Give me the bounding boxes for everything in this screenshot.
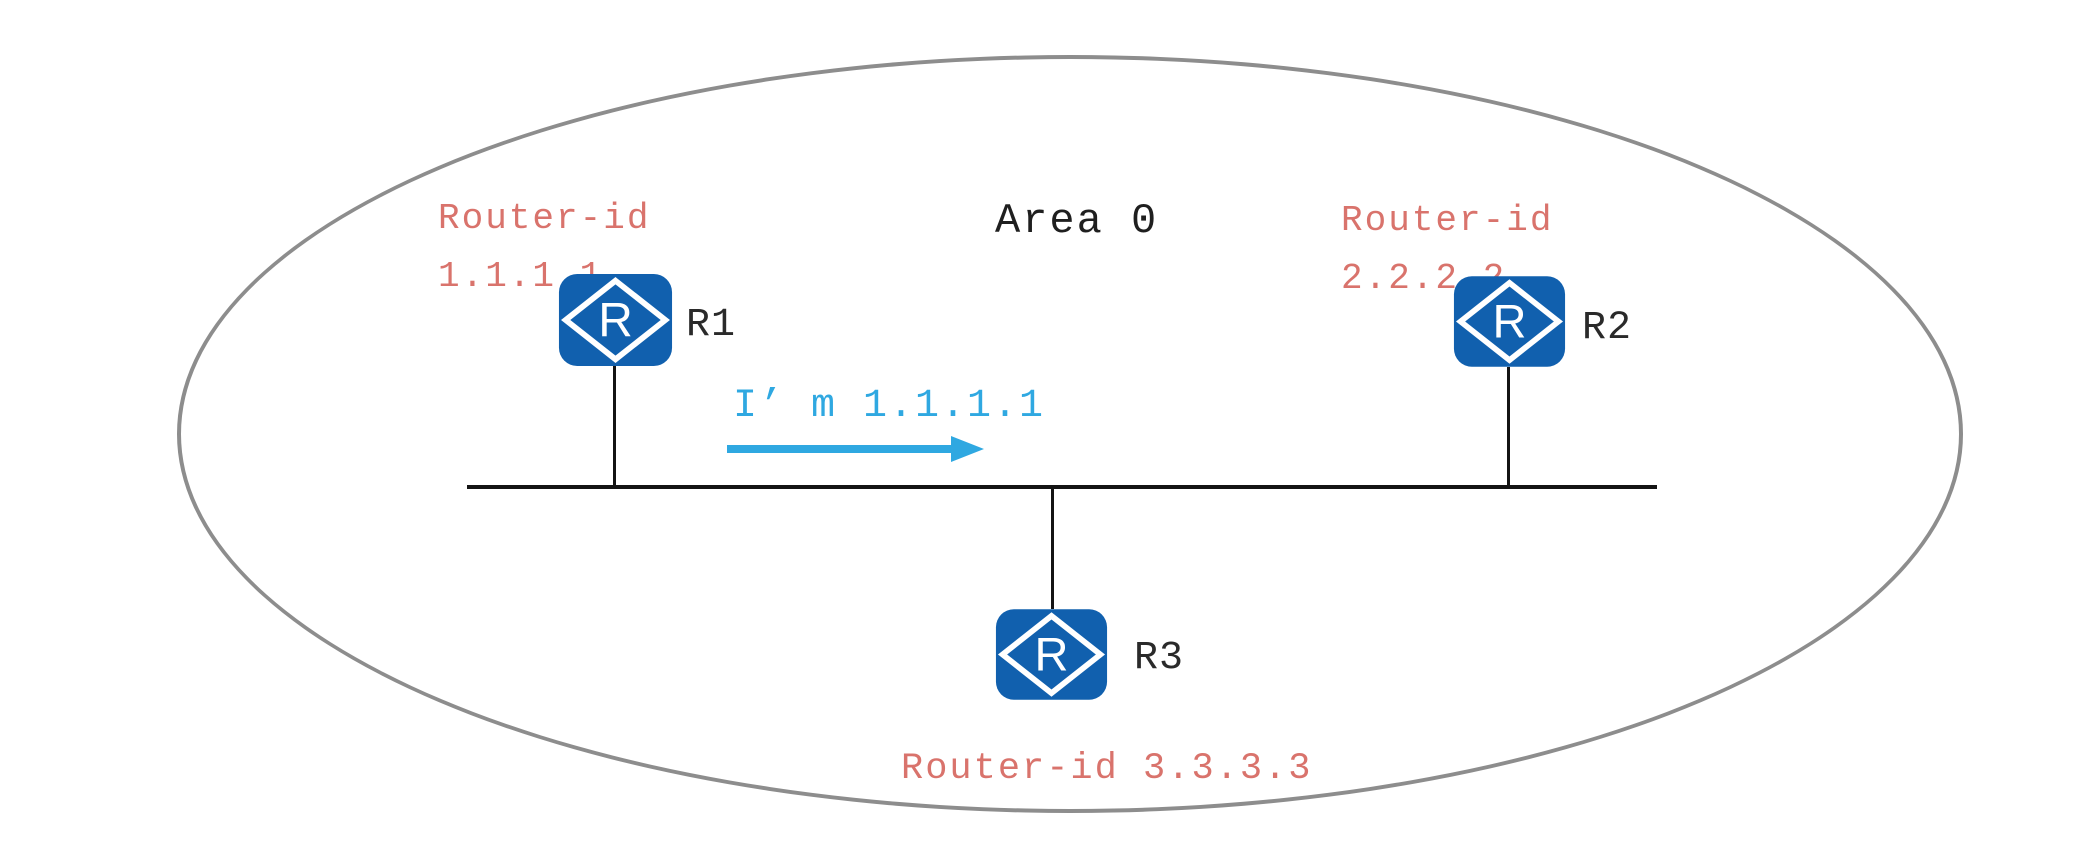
network-bus-line — [467, 485, 1657, 489]
router-icon: R — [995, 609, 1108, 700]
area-label: Area 0 — [995, 197, 1159, 245]
router-id-label-r3: Router-id 3.3.3.3 — [901, 748, 1313, 790]
router-icon: R — [558, 274, 673, 366]
hello-message-text: I’ m 1.1.1.1 — [733, 384, 1046, 429]
router-id-title-r1: Router-id — [438, 198, 651, 239]
router-icon-letter: R — [1493, 295, 1527, 348]
link-r2-to-bus — [1507, 367, 1510, 487]
link-r3-to-bus — [1051, 488, 1054, 609]
area-boundary-ellipse — [177, 55, 1963, 813]
hello-arrow-icon — [727, 436, 984, 462]
router-name-r1: R1 — [686, 303, 737, 348]
router-id-title-r2: Router-id — [1341, 200, 1554, 241]
router-icon-letter: R — [598, 294, 633, 347]
router-name-r2: R2 — [1582, 306, 1633, 351]
router-name-r3: R3 — [1134, 636, 1185, 681]
router-icon-letter: R — [1035, 628, 1069, 681]
router-icon: R — [1453, 276, 1566, 367]
link-r1-to-bus — [613, 366, 616, 487]
